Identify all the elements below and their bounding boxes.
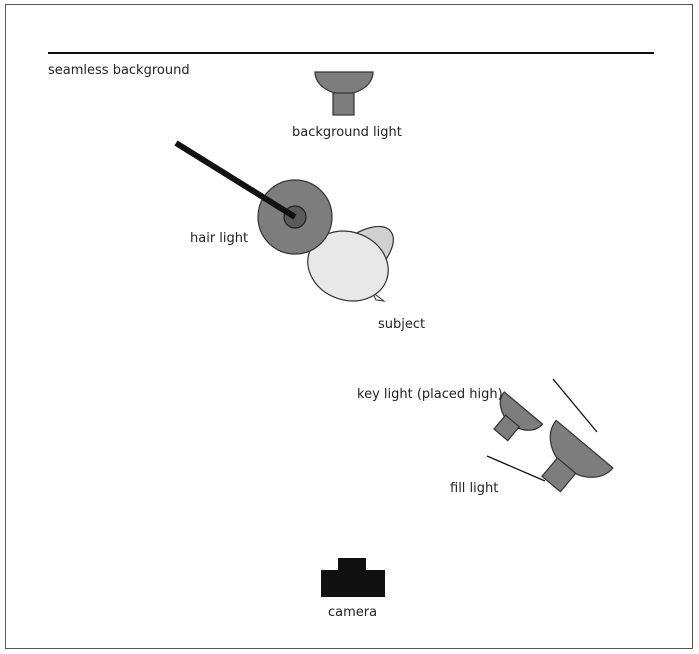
seamless-background-label: seamless background xyxy=(48,63,190,78)
key-light-icon xyxy=(493,391,544,442)
subject-icon xyxy=(307,225,394,302)
background-light-label: background light xyxy=(292,125,402,140)
subject-label: subject xyxy=(378,317,425,332)
camera-label: camera xyxy=(328,605,377,620)
fill-light-icon xyxy=(486,378,614,493)
key-light-label: key light (placed high) xyxy=(357,387,503,402)
fill-light-label: fill light xyxy=(450,481,498,496)
background-light-icon xyxy=(314,71,374,116)
hair-light-label: hair light xyxy=(190,231,248,246)
camera-icon xyxy=(321,558,385,597)
hair-light-icon xyxy=(174,140,333,255)
